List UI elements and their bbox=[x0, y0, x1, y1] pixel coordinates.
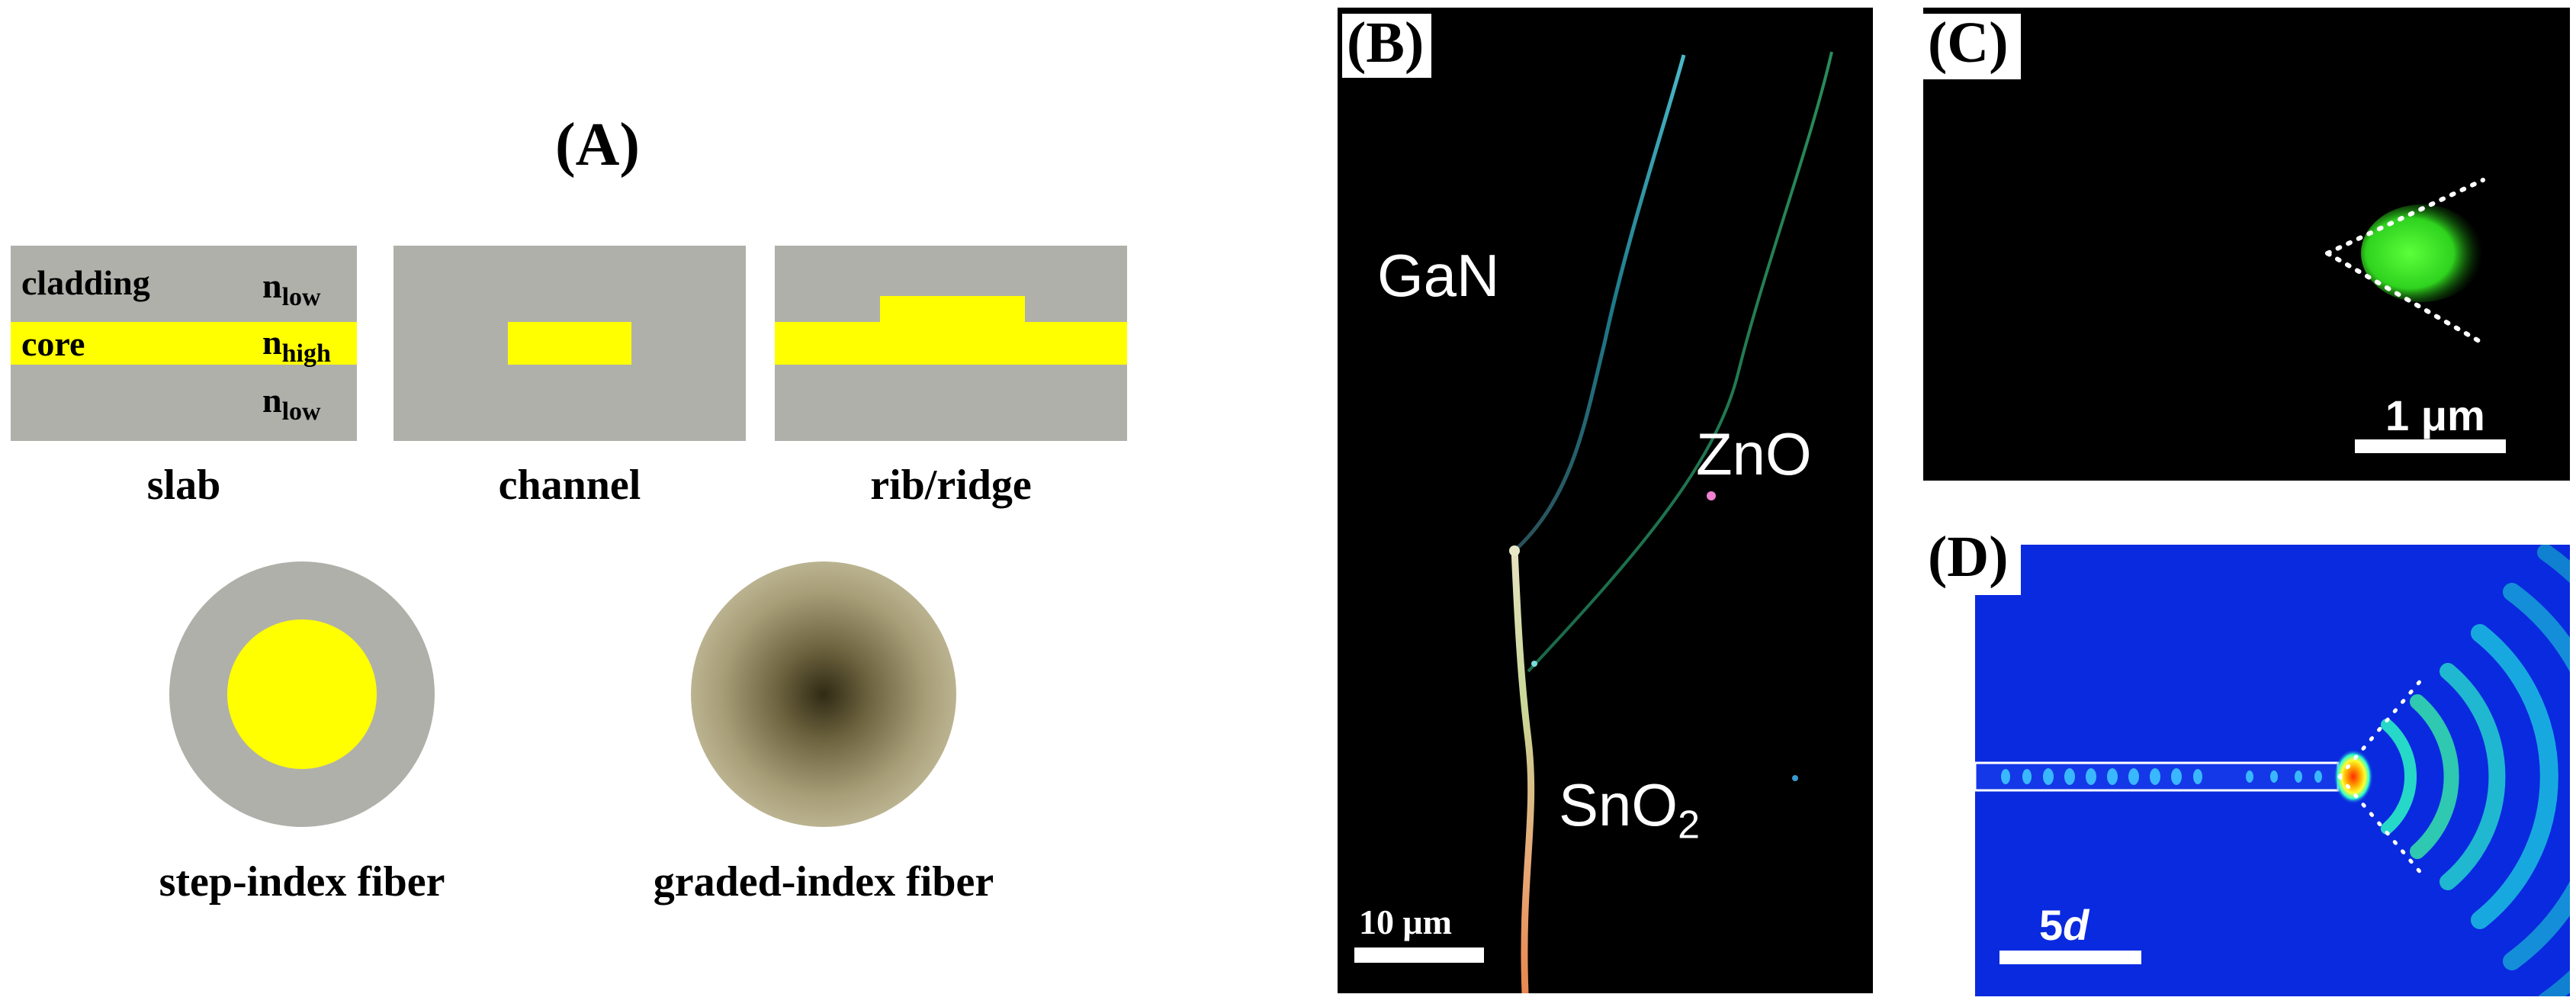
nanowire-traces bbox=[1509, 51, 1833, 993]
panel-b-scale-label: 10 μm bbox=[1359, 902, 1452, 941]
cone-emission bbox=[2325, 178, 2485, 346]
panel-c-letter: (C) bbox=[1923, 14, 2021, 79]
step-index-caption: step-index fiber bbox=[159, 858, 445, 906]
slab-waveguide: cladding core nlow nhigh nlow bbox=[11, 246, 357, 441]
guided-mode-spots bbox=[2001, 768, 2322, 785]
slab-nhigh: nhigh bbox=[262, 323, 331, 368]
step-index-core bbox=[227, 619, 377, 769]
rib-caption: rib/ridge bbox=[870, 462, 1032, 509]
channel-core bbox=[508, 322, 631, 365]
field-simulation bbox=[1975, 545, 2570, 996]
sno2-nanowire bbox=[1511, 549, 1535, 993]
slab-caption: slab bbox=[146, 462, 221, 509]
gan-nanowire bbox=[1513, 54, 1686, 552]
panel-d-scale-label: 5d bbox=[2039, 901, 2089, 949]
rib-slab-core bbox=[775, 322, 1127, 365]
panel-b-scalebar bbox=[1354, 947, 1484, 963]
panel-b-letter-tag: (B) bbox=[1342, 14, 1432, 78]
panel-c-image: 1 μm bbox=[1923, 8, 2570, 481]
panel-d-scalebar bbox=[1999, 951, 2141, 964]
slab-core bbox=[11, 322, 357, 365]
slab-nlow-top: nlow bbox=[262, 266, 321, 312]
graded-index-caption: graded-index fiber bbox=[653, 858, 994, 906]
panel-c-scalebar bbox=[2355, 439, 2506, 453]
green-emission-spot bbox=[2361, 204, 2483, 302]
gan-label: GaN bbox=[1377, 242, 1500, 309]
radiated-wavefronts bbox=[2381, 545, 2570, 996]
step-index-fiber bbox=[169, 561, 435, 827]
panel-d-letter: (D) bbox=[1923, 528, 2021, 595]
channel-waveguide bbox=[393, 246, 746, 441]
cone-edge-top-d bbox=[2337, 677, 2424, 779]
slab-cladding-label: cladding bbox=[21, 263, 150, 302]
graded-index-fiber bbox=[691, 561, 956, 827]
panel-a-letter: (A) bbox=[555, 111, 641, 179]
channel-caption: channel bbox=[498, 462, 641, 509]
rib-waveguide bbox=[775, 246, 1127, 441]
zno-label: ZnO bbox=[1696, 420, 1812, 487]
rib-ridge bbox=[880, 296, 1025, 323]
cone-edge-bottom bbox=[2325, 251, 2485, 346]
slab-nlow-bottom: nlow bbox=[262, 381, 321, 426]
panel-b-micrograph: (B) GaN ZnO SnO2 10 μm bbox=[1338, 8, 1873, 993]
panel-d-simulation: 5d bbox=[1975, 545, 2570, 996]
zno-nanowire bbox=[1527, 51, 1833, 673]
field-hotspot bbox=[2333, 749, 2373, 804]
slab-core-label: core bbox=[21, 324, 85, 363]
cone-edge-bottom-d bbox=[2337, 774, 2424, 877]
sno2-label: SnO2 bbox=[1559, 771, 1700, 848]
panel-c-scale-label: 1 μm bbox=[2385, 391, 2485, 439]
